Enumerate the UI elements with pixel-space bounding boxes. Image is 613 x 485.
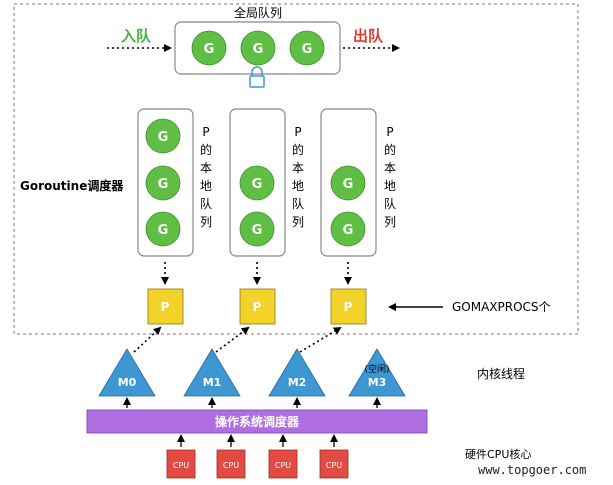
label-char: 队 — [292, 196, 304, 211]
thread-label: M1 — [203, 376, 222, 389]
processor — [239, 288, 276, 325]
cpu-core — [268, 449, 298, 479]
os-scheduler-bar — [86, 409, 428, 434]
processor-label: P — [253, 300, 262, 314]
processor-label: P — [344, 300, 353, 314]
goroutine-label: G — [253, 42, 264, 57]
goroutine-label: G — [343, 177, 354, 192]
cpu-core — [319, 449, 349, 479]
label-char: P — [294, 125, 301, 139]
thread — [268, 348, 326, 397]
goroutine — [240, 30, 276, 66]
thread — [348, 348, 406, 397]
cpu-core-label: 硬件CPU核心 — [465, 447, 531, 461]
label-char: 的 — [292, 142, 304, 157]
label-char: 本 — [292, 161, 304, 175]
goroutine — [145, 118, 181, 154]
scheduler-boundary — [13, 3, 579, 335]
cpu-label: CPU — [275, 461, 291, 470]
goroutine — [289, 30, 325, 66]
goroutine — [330, 211, 366, 247]
cpu-core — [166, 449, 196, 479]
label-char: 队 — [200, 196, 212, 211]
global-queue-goroutines: G G G — [191, 30, 325, 66]
goroutine-label: G — [252, 223, 263, 238]
goroutine — [145, 165, 181, 201]
global-queue-title: 全局队列 — [234, 5, 282, 20]
local-queue-label: P 的 本 地 队 列 — [292, 125, 304, 229]
processor — [330, 288, 367, 325]
goroutine — [239, 211, 275, 247]
cpu-label: CPU — [173, 461, 189, 470]
os-scheduler-label: 操作系统调度器 — [215, 414, 300, 429]
label-char: 队 — [384, 196, 396, 211]
label-char: 本 — [200, 161, 212, 175]
thread-note: (空闲) — [364, 363, 389, 375]
gomaxprocs-label: GOMAXPROCS个 — [452, 300, 551, 314]
label-char: 的 — [384, 142, 396, 157]
label-char: P — [202, 125, 209, 139]
watermark: www.topgoer.com — [478, 463, 586, 477]
goroutine — [330, 165, 366, 201]
goroutine — [191, 30, 227, 66]
label-char: 列 — [384, 215, 396, 229]
goroutine-label: G — [252, 177, 263, 192]
label-char: P — [386, 125, 393, 139]
thread-label: M3 — [368, 376, 387, 389]
goroutine-label: G — [158, 130, 169, 145]
cpu-label: CPU — [326, 461, 342, 470]
cpu-label: CPU — [223, 461, 239, 470]
label-char: 列 — [200, 215, 212, 229]
label-char: 列 — [292, 215, 304, 229]
label-char: 地 — [200, 179, 212, 193]
label-char: 本 — [384, 161, 396, 175]
thread — [98, 348, 156, 397]
goroutine-label: G — [204, 42, 215, 57]
thread — [183, 348, 241, 397]
local-queue-label: P 的 本 地 队 列 — [200, 125, 212, 229]
goroutine-label: G — [158, 177, 169, 192]
lock-icon — [249, 66, 265, 88]
m-to-p-arrow — [215, 326, 250, 353]
m-to-p-arrow — [299, 326, 342, 353]
goroutine-label: G — [343, 223, 354, 238]
goroutine-label: G — [302, 42, 313, 57]
thread-label: M2 — [288, 376, 307, 389]
goroutine-label: G — [158, 223, 169, 238]
m-to-p-arrow — [133, 326, 162, 353]
goroutine — [145, 211, 181, 247]
cpu-core — [216, 449, 246, 479]
dequeue-label: 出队 — [353, 27, 384, 45]
local-queue-label: P 的 本 地 队 列 — [384, 125, 396, 229]
thread-label: M0 — [118, 376, 137, 389]
enqueue-label: 入队 — [121, 27, 152, 45]
label-char: 地 — [292, 179, 304, 193]
processor — [147, 288, 184, 325]
processor-label: P — [161, 300, 170, 314]
scheduler-label: Goroutine调度器 — [20, 178, 124, 193]
label-char: 的 — [200, 142, 212, 157]
kernel-threads-label: 内核线程 — [477, 366, 525, 381]
label-char: 地 — [384, 179, 396, 193]
goroutine — [239, 165, 275, 201]
